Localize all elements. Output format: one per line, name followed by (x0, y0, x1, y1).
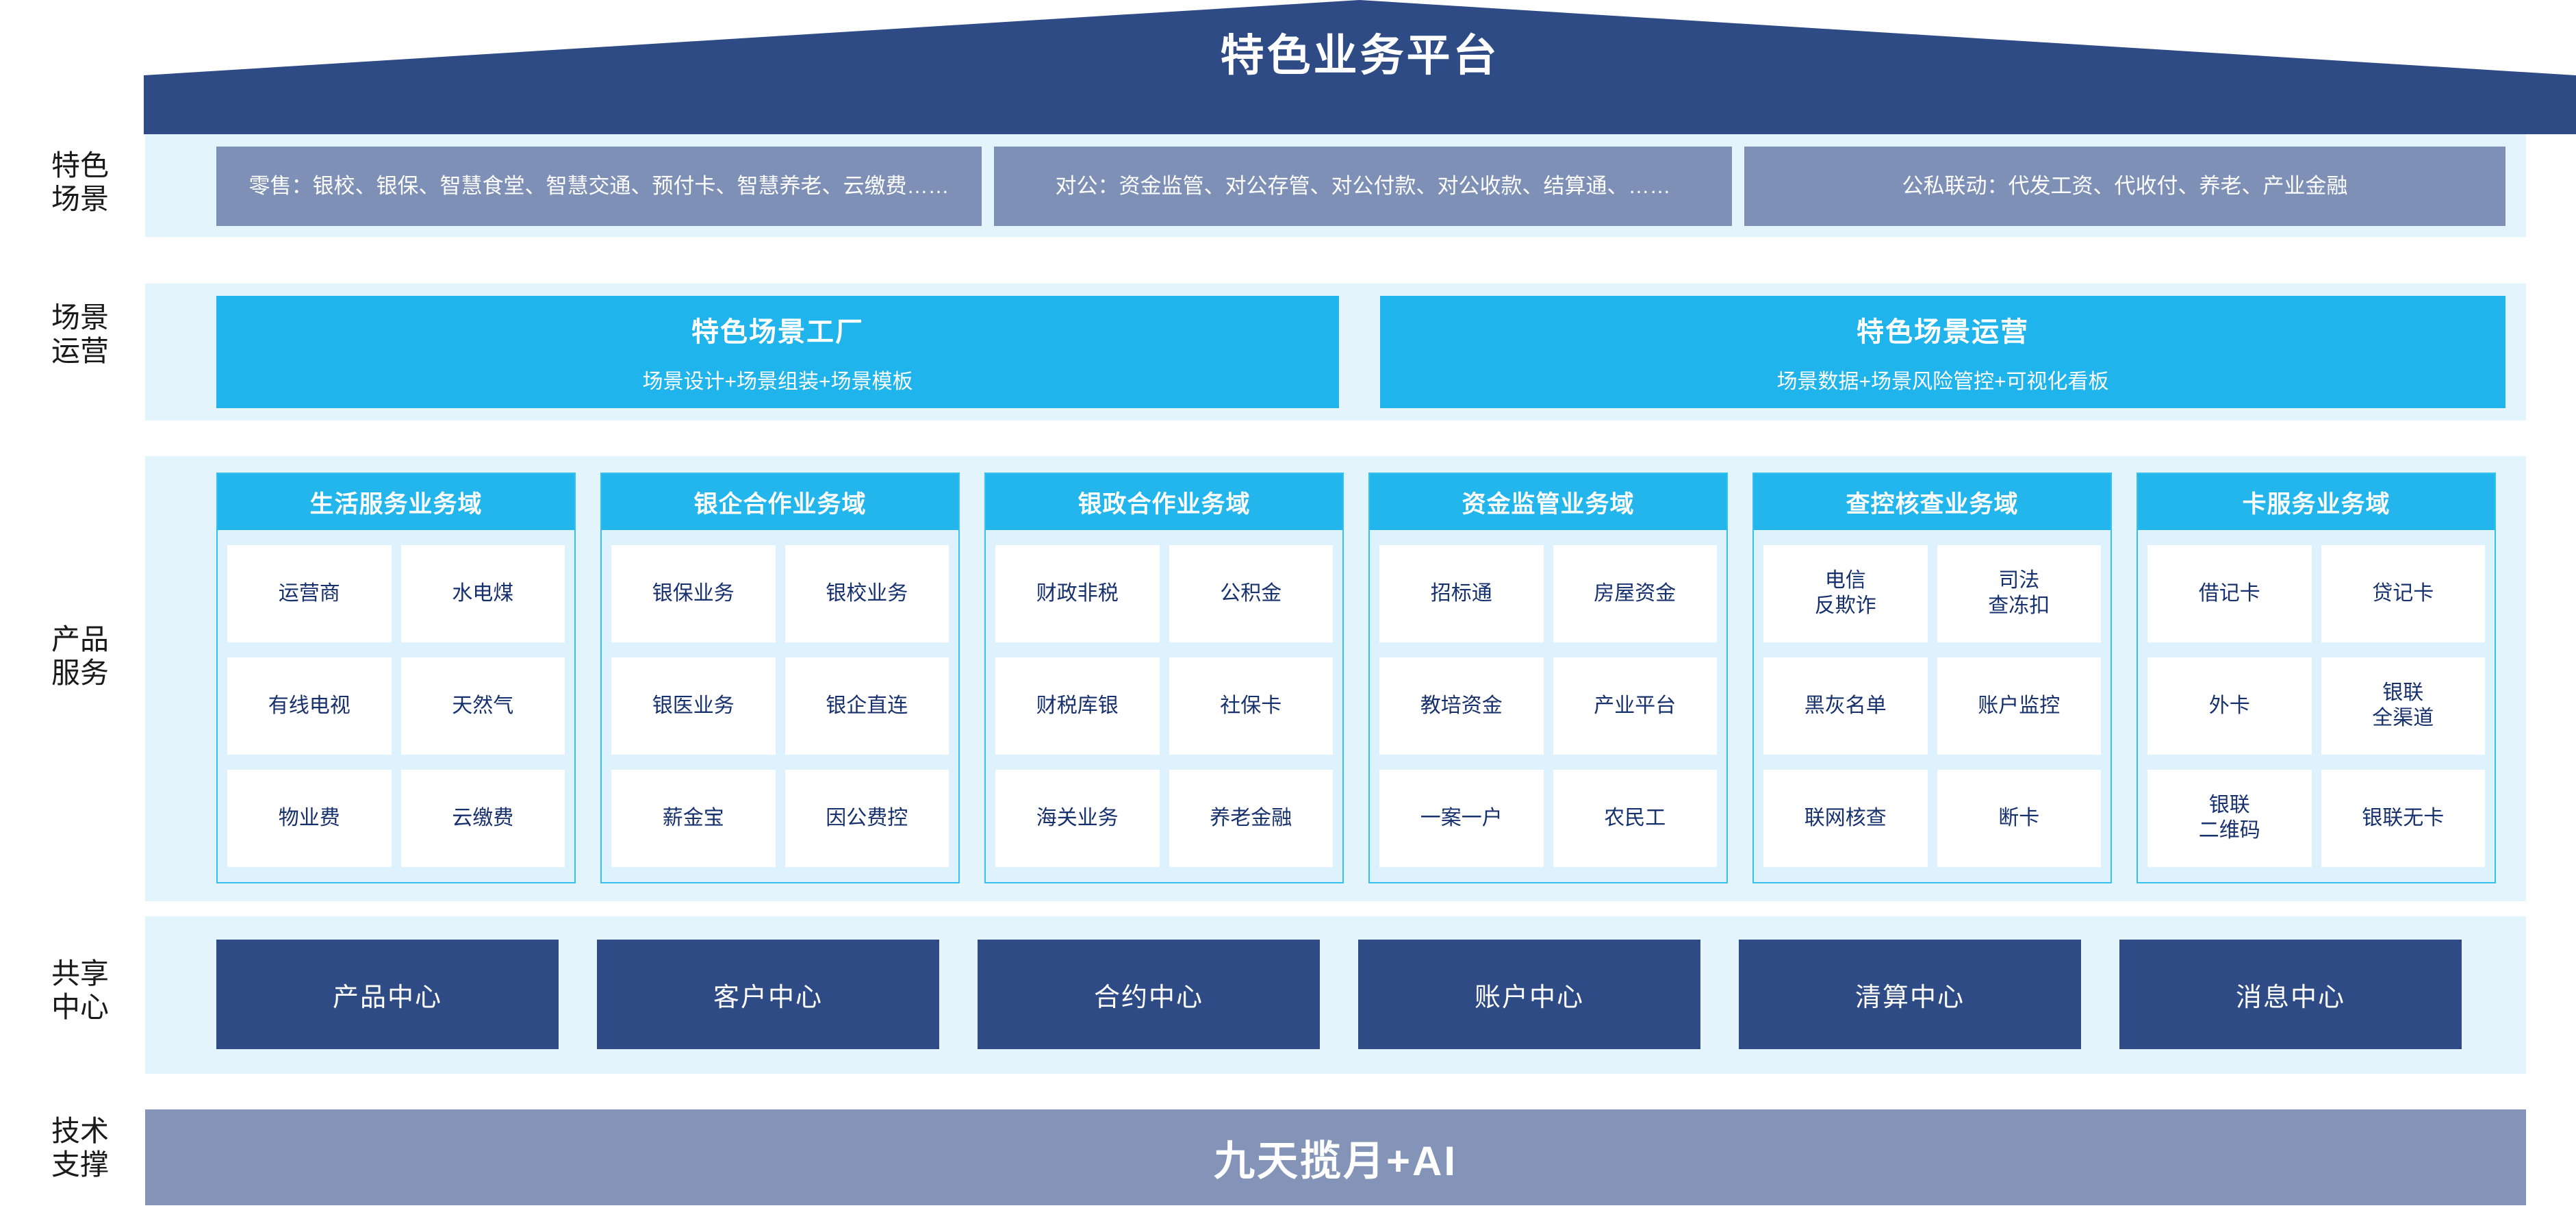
page-title: 特色业务平台 (1220, 31, 1500, 80)
domain-chip-grid: 财政非税 公积金 财税库银 社保卡 海关业务 养老金融 (986, 530, 1342, 882)
chip[interactable]: 银联 二维码 (2147, 770, 2312, 867)
ops-box-scenario-operation[interactable]: 特色场景运营 场景数据+场景风险管控+可视化看板 (1380, 296, 2505, 408)
chip[interactable]: 天然气 (400, 657, 565, 755)
chip[interactable]: 运营商 (227, 545, 392, 642)
rail-label-scenario-operations: 场景 运营 (51, 301, 109, 367)
domain-title: 银政合作业务域 (986, 474, 1342, 530)
domain-title: 生活服务业务域 (218, 474, 574, 530)
chip[interactable]: 贷记卡 (2321, 545, 2485, 642)
shared-center-contract[interactable]: 合约中心 (978, 940, 1320, 1049)
domain-card-investigation-control[interactable]: 查控核查业务域 电信 反欺诈 司法 查冻扣 黑灰名单 账户监控 联网核查 断卡 (1752, 473, 2112, 883)
ops-subtitle: 场景数据+场景风险管控+可视化看板 (1776, 370, 2109, 393)
ops-title: 特色场景工厂 (691, 317, 864, 347)
chip[interactable]: 养老金融 (1169, 770, 1333, 867)
shared-center-product[interactable]: 产品中心 (216, 940, 559, 1049)
domain-chip-grid: 银保业务 银校业务 银医业务 银企直连 薪金宝 因公费控 (602, 530, 958, 882)
platform-roof-header: 特色业务平台 (144, 0, 2576, 134)
chip[interactable]: 水电煤 (400, 545, 565, 642)
technical-support-bar[interactable]: 九天揽月+AI (145, 1109, 2526, 1205)
shared-center-message[interactable]: 消息中心 (2119, 940, 2462, 1049)
domain-card-bank-government[interactable]: 银政合作业务域 财政非税 公积金 财税库银 社保卡 海关业务 养老金融 (984, 473, 1344, 883)
rail-label-shared-centers: 共享 中心 (51, 957, 109, 1023)
chip[interactable]: 银联无卡 (2321, 770, 2485, 867)
rail-label-technical-support: 技术 支撑 (51, 1115, 109, 1181)
chip[interactable]: 联网核查 (1763, 770, 1928, 867)
chip[interactable]: 银企直连 (785, 657, 949, 755)
shared-center-customer[interactable]: 客户中心 (597, 940, 939, 1049)
chip[interactable]: 有线电视 (227, 657, 392, 755)
chip[interactable]: 外卡 (2147, 657, 2312, 755)
chip[interactable]: 财政非税 (995, 545, 1160, 642)
chip[interactable]: 财税库银 (995, 657, 1160, 755)
chip[interactable]: 社保卡 (1169, 657, 1333, 755)
domain-title: 银企合作业务域 (602, 474, 958, 530)
chip[interactable]: 一案一户 (1379, 770, 1544, 867)
chip[interactable]: 农民工 (1553, 770, 1717, 867)
scenario-box-retail[interactable]: 零售：银校、银保、智慧食堂、智慧交通、预付卡、智慧养老、云缴费…… (216, 147, 982, 226)
chip[interactable]: 断卡 (1937, 770, 2101, 867)
domain-chip-grid: 运营商 水电煤 有线电视 天然气 物业费 云缴费 (218, 530, 574, 882)
shared-center-account[interactable]: 账户中心 (1358, 940, 1700, 1049)
domain-title: 卡服务业务域 (2138, 474, 2495, 530)
chip[interactable]: 黑灰名单 (1763, 657, 1928, 755)
scenario-box-public-private-linkage[interactable]: 公私联动：代发工资、代收付、养老、产业金融 (1744, 147, 2505, 226)
chip[interactable]: 银保业务 (611, 545, 776, 642)
chip[interactable]: 账户监控 (1937, 657, 2101, 755)
scenario-box-corporate[interactable]: 对公：资金监管、对公存管、对公付款、对公收款、结算通、…… (994, 147, 1732, 226)
rail-label-featured-scenarios: 特色 场景 (51, 149, 109, 215)
domain-chip-grid: 招标通 房屋资金 教培资金 产业平台 一案一户 农民工 (1370, 530, 1726, 882)
ops-title: 特色场景运营 (1857, 317, 2029, 347)
domain-title: 资金监管业务域 (1370, 474, 1726, 530)
chip[interactable]: 银联 全渠道 (2321, 657, 2485, 755)
domain-chip-grid: 借记卡 贷记卡 外卡 银联 全渠道 银联 二维码 银联无卡 (2138, 530, 2495, 882)
chip[interactable]: 因公费控 (785, 770, 949, 867)
chip[interactable]: 海关业务 (995, 770, 1160, 867)
domain-card-life-services[interactable]: 生活服务业务域 运营商 水电煤 有线电视 天然气 物业费 云缴费 (216, 473, 576, 883)
rail-label-product-services: 产品 服务 (51, 623, 109, 689)
chip[interactable]: 电信 反欺诈 (1763, 545, 1928, 642)
shared-center-settlement[interactable]: 清算中心 (1739, 940, 2081, 1049)
ops-subtitle: 场景设计+场景组装+场景模板 (642, 370, 913, 393)
domain-card-card-services[interactable]: 卡服务业务域 借记卡 贷记卡 外卡 银联 全渠道 银联 二维码 银联无卡 (2137, 473, 2496, 883)
chip[interactable]: 司法 查冻扣 (1937, 545, 2101, 642)
chip[interactable]: 银医业务 (611, 657, 776, 755)
chip[interactable]: 云缴费 (400, 770, 565, 867)
chip[interactable]: 教培资金 (1379, 657, 1544, 755)
roof-shape-icon (144, 0, 2576, 134)
chip[interactable]: 产业平台 (1553, 657, 1717, 755)
domain-card-fund-supervision[interactable]: 资金监管业务域 招标通 房屋资金 教培资金 产业平台 一案一户 农民工 (1368, 473, 1728, 883)
chip[interactable]: 借记卡 (2147, 545, 2312, 642)
chip[interactable]: 薪金宝 (611, 770, 776, 867)
chip[interactable]: 物业费 (227, 770, 392, 867)
chip[interactable]: 银校业务 (785, 545, 949, 642)
chip[interactable]: 招标通 (1379, 545, 1544, 642)
domain-chip-grid: 电信 反欺诈 司法 查冻扣 黑灰名单 账户监控 联网核查 断卡 (1754, 530, 2110, 882)
ops-box-scenario-factory[interactable]: 特色场景工厂 场景设计+场景组装+场景模板 (216, 296, 1339, 408)
chip[interactable]: 公积金 (1169, 545, 1333, 642)
domain-card-bank-enterprise[interactable]: 银企合作业务域 银保业务 银校业务 银医业务 银企直连 薪金宝 因公费控 (600, 473, 960, 883)
domain-title: 查控核查业务域 (1754, 474, 2110, 530)
chip[interactable]: 房屋资金 (1553, 545, 1717, 642)
